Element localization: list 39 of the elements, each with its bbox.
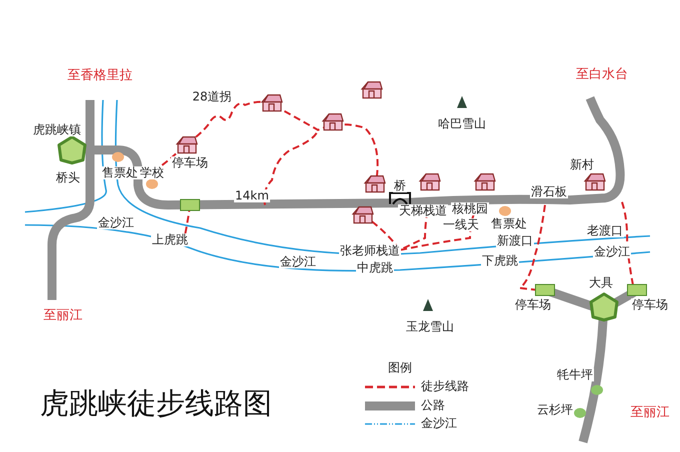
- place-label: 张老师栈道: [339, 244, 401, 258]
- place-label: 售票处: [490, 217, 528, 231]
- place-label: 金沙江: [593, 245, 631, 259]
- place-label: 牦牛坪: [556, 368, 594, 382]
- place-label: 新渡口: [496, 234, 534, 248]
- place-label: 停车场: [171, 156, 209, 170]
- place-label: 老渡口: [586, 224, 624, 238]
- map-title: 虎跳峡徒步线路图: [40, 385, 272, 422]
- place-label: 桥: [393, 179, 407, 193]
- place-label: 中虎跳: [356, 261, 394, 275]
- place-label: 金沙江: [279, 255, 317, 269]
- destination-label: 至香格里拉: [66, 68, 134, 84]
- legend-text: 徒步线路: [421, 378, 469, 395]
- destination-label: 至丽江: [630, 406, 670, 420]
- place-label: 售票处: [101, 166, 139, 180]
- place-label: 14km: [234, 189, 270, 203]
- place-label: 停车场: [631, 298, 669, 312]
- place-label: 一线天: [442, 218, 480, 232]
- place-label: 哈巴雪山: [437, 117, 487, 131]
- place-label: 天梯栈道: [398, 204, 448, 218]
- legend-text: 公路: [421, 397, 445, 414]
- legend-text: 金沙江: [421, 415, 457, 432]
- legend-title: 图例: [387, 361, 413, 375]
- place-label: 金沙江: [97, 216, 135, 230]
- place-label: 大具: [588, 276, 614, 290]
- place-label: 滑石板: [530, 185, 568, 199]
- place-label: 新村: [569, 158, 595, 172]
- place-label: 停车场: [514, 298, 552, 312]
- place-label: 虎跳峡镇: [32, 123, 82, 137]
- place-label: 桥头: [55, 171, 81, 185]
- place-label: 核桃园: [451, 202, 489, 216]
- place-label: 上虎跳: [151, 233, 189, 247]
- place-label: 玉龙雪山: [405, 320, 455, 334]
- destination-label: 至丽江: [42, 308, 84, 324]
- place-label: 学校: [139, 166, 165, 180]
- place-label: 28道拐: [191, 90, 233, 104]
- place-label: 云杉坪: [536, 403, 574, 417]
- place-label: 下虎跳: [481, 254, 519, 268]
- destination-label: 至白水台: [575, 68, 629, 82]
